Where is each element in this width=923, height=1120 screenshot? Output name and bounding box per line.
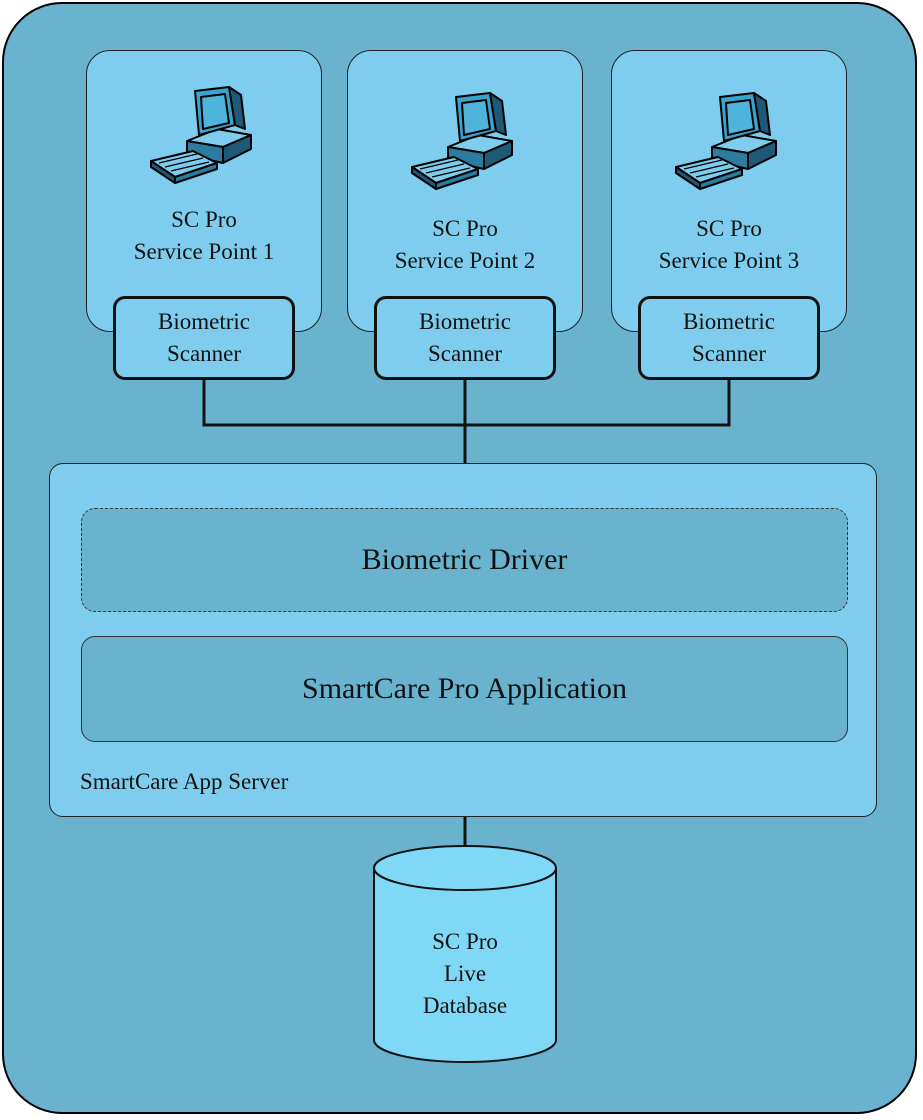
- service-point-2-line2: Service Point 2: [394, 248, 536, 273]
- scanner-1-line2: Scanner: [166, 341, 242, 366]
- service-point-1-line1: SC Pro: [171, 207, 237, 232]
- biometric-scanner-1: Biometric Scanner: [113, 296, 295, 380]
- scanner-3-line2: Scanner: [691, 341, 767, 366]
- service-point-3-line2: Service Point 3: [658, 248, 800, 273]
- service-point-2-line1: SC Pro: [432, 216, 498, 241]
- database-cylinder-icon: [373, 845, 557, 1063]
- database-line3: Database: [422, 993, 508, 1018]
- biometric-driver-box: Biometric Driver: [81, 508, 848, 612]
- service-point-1-line2: Service Point 1: [133, 239, 275, 264]
- biometric-scanner-2: Biometric Scanner: [374, 296, 556, 380]
- scanner-3-line1: Biometric: [683, 309, 775, 334]
- database-label: SC Pro Live Database: [372, 926, 558, 1022]
- scanner-1-line1: Biometric: [158, 309, 250, 334]
- computer-icon: [150, 86, 252, 184]
- scanner-2-line1: Biometric: [419, 309, 511, 334]
- computer-icon: [675, 92, 777, 190]
- smartcare-application-box: SmartCare Pro Application: [81, 636, 848, 742]
- service-point-1-box: SC Pro Service Point 1: [86, 50, 322, 332]
- service-point-2-box: SC Pro Service Point 2: [347, 50, 583, 332]
- service-point-3-box: SC Pro Service Point 3: [611, 50, 847, 332]
- scanner-2-line2: Scanner: [427, 341, 503, 366]
- database-line1: SC Pro: [432, 929, 498, 954]
- app-server-label: SmartCare App Server: [80, 769, 289, 794]
- biometric-driver-label: Biometric Driver: [361, 543, 568, 576]
- database-line2: Live: [443, 961, 487, 986]
- smartcare-application-label: SmartCare Pro Application: [302, 672, 627, 705]
- biometric-scanner-3: Biometric Scanner: [638, 296, 820, 380]
- computer-icon: [411, 92, 513, 190]
- service-point-3-line1: SC Pro: [696, 216, 762, 241]
